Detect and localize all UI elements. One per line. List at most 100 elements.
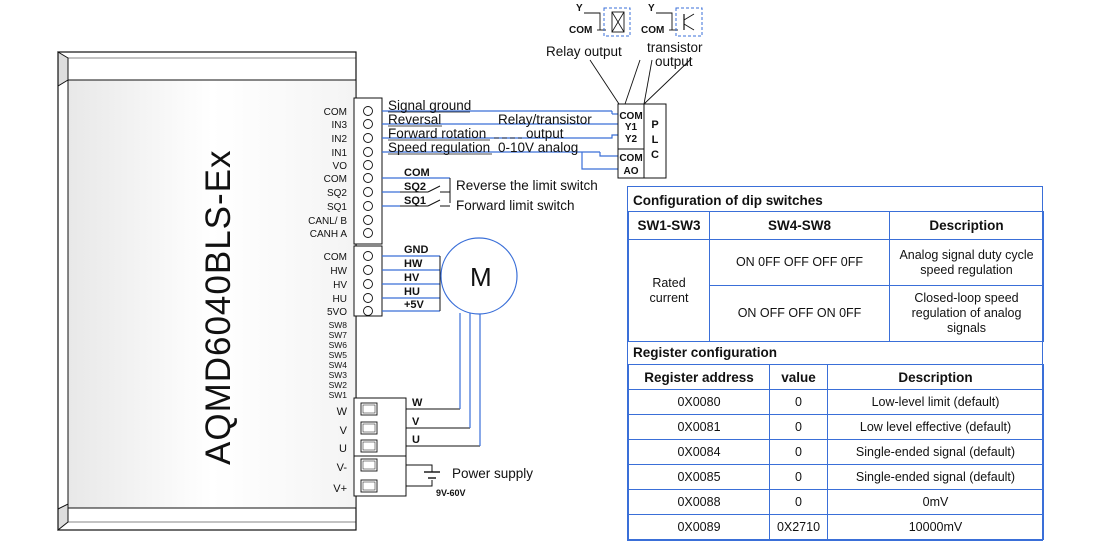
dip-row1-desc-line2: speed regulation <box>920 262 1013 277</box>
plc-terminal-label: AO <box>624 166 639 177</box>
pin-label: SW6 <box>329 340 348 350</box>
terminal-screw <box>363 147 373 157</box>
terminal-screw <box>363 279 373 289</box>
dip-row2-desc-line2: regulation of analog <box>911 306 1022 320</box>
pin-label: SQ2 <box>327 188 347 199</box>
pin-label: HW <box>330 266 347 277</box>
pin-label: VO <box>333 161 348 172</box>
terminal-screw <box>363 201 373 211</box>
register-description: Low-level limit (default) <box>827 389 1044 415</box>
transistor-com-label: COM <box>641 25 664 36</box>
label-hu: HU <box>404 286 420 298</box>
pin-label: SW7 <box>329 330 348 340</box>
hall-wiring <box>382 255 441 312</box>
terminal-screw <box>363 293 373 303</box>
dip-row2-description: Closed-loop speed regulation of analog s… <box>889 285 1044 342</box>
label-phase-u: U <box>412 434 420 446</box>
label-forward-rotation: Forward rotation <box>388 126 486 141</box>
plc-terminal-label: Y1 <box>625 122 638 133</box>
plc-letter: C <box>651 149 659 161</box>
register-value: 0X2710 <box>769 514 828 540</box>
plc-box <box>617 103 667 179</box>
power-terminal <box>360 479 378 493</box>
dip-header-description: Description <box>889 211 1044 240</box>
table-row: 0X0089 0X2710 10000mV <box>628 514 1044 540</box>
transistor-output-symbol: Y COM <box>641 3 703 37</box>
terminal-screw <box>363 251 373 261</box>
label-forward-limit: Forward limit switch <box>456 198 575 213</box>
pin-label: SW3 <box>329 370 348 380</box>
plc-terminal-label: Y2 <box>625 134 638 145</box>
label-sq1: SQ1 <box>404 195 426 207</box>
relay-output-symbol: Y COM <box>569 3 631 37</box>
terminal-block-upper <box>353 97 383 245</box>
terminal-screw <box>363 228 373 238</box>
register-address: 0X0081 <box>628 414 770 440</box>
register-address: 0X0088 <box>628 489 770 515</box>
transistor-y-label: Y <box>648 3 655 14</box>
pin-label: SW4 <box>329 360 348 370</box>
terminal-block-phase <box>353 397 407 457</box>
driver-model-label: AQMD6040BLS-Ex <box>199 149 238 465</box>
relay-y-label: Y <box>576 3 583 14</box>
terminal-screw <box>363 215 373 225</box>
plc-terminal-label: COM <box>619 153 642 164</box>
driver-housing <box>57 51 357 532</box>
dip-row2-desc-line3: signals <box>947 321 986 335</box>
register-description: Low level effective (default) <box>827 414 1044 440</box>
dip-row1-desc-line1: Analog signal duty cycle <box>899 247 1034 262</box>
phase-terminal <box>360 402 378 416</box>
output-callout-lines <box>589 59 691 105</box>
label-power-range: 9V-60V <box>436 488 466 498</box>
register-value: 0 <box>769 389 828 415</box>
register-config-title: Register configuration <box>633 345 778 360</box>
plc-terminal-label: COM <box>619 111 642 122</box>
dip-row2-switches: ON OFF OFF ON 0FF <box>709 285 890 342</box>
terminal-screw <box>363 306 373 316</box>
table-row: 0X0080 0 Low-level limit (default) <box>628 389 1044 415</box>
terminal-screw <box>363 173 373 183</box>
table-row: 0X0088 0 0mV <box>628 489 1044 515</box>
register-address: 0X0085 <box>628 464 770 490</box>
power-supply-wiring <box>406 464 440 487</box>
pin-label: SQ1 <box>327 202 347 213</box>
terminal-screw <box>363 160 373 170</box>
transistor-output-label-2: output <box>655 54 693 69</box>
pin-label: SW2 <box>329 380 348 390</box>
pin-label: SW1 <box>329 390 348 400</box>
terminal-block-mid <box>353 245 383 317</box>
pin-label: V- <box>337 462 348 474</box>
pin-label: SW8 <box>329 320 348 330</box>
terminal-screw <box>363 119 373 129</box>
phase-terminal <box>360 421 378 435</box>
dip-config-title: Configuration of dip switches <box>633 193 823 208</box>
pin-label: W <box>337 406 348 418</box>
pin-label: COM <box>324 252 347 263</box>
label-phase-v: V <box>412 416 420 428</box>
register-description: 10000mV <box>827 514 1044 540</box>
relay-com-label: COM <box>569 25 592 36</box>
dip-header-sw1-sw3: SW1-SW3 <box>628 211 710 240</box>
label-hw: HW <box>404 258 423 270</box>
register-value: 0 <box>769 489 828 515</box>
label-speed-regulation: Speed regulation <box>388 140 490 155</box>
pin-label: HV <box>333 280 347 291</box>
terminal-screw <box>363 187 373 197</box>
terminal-screw <box>363 106 373 116</box>
register-address: 0X0080 <box>628 389 770 415</box>
label-analog-range: 0-10V analog <box>498 140 578 155</box>
pin-label: IN2 <box>331 134 347 145</box>
label-reversal: Reversal <box>388 112 441 127</box>
pin-label: CANL/ B <box>308 216 347 227</box>
pin-label: SW5 <box>329 350 348 360</box>
table-row: 0X0081 0 Low level effective (default) <box>628 414 1044 440</box>
pin-label: V <box>340 425 348 437</box>
register-description: Single-ended signal (default) <box>827 464 1044 490</box>
label-output: output <box>526 126 564 141</box>
register-header-description: Description <box>827 364 1044 390</box>
label-gnd: GND <box>404 244 429 256</box>
signal-underlines <box>388 111 492 155</box>
pin-label: CANH A <box>310 229 348 240</box>
label-phase-w: W <box>412 397 423 409</box>
